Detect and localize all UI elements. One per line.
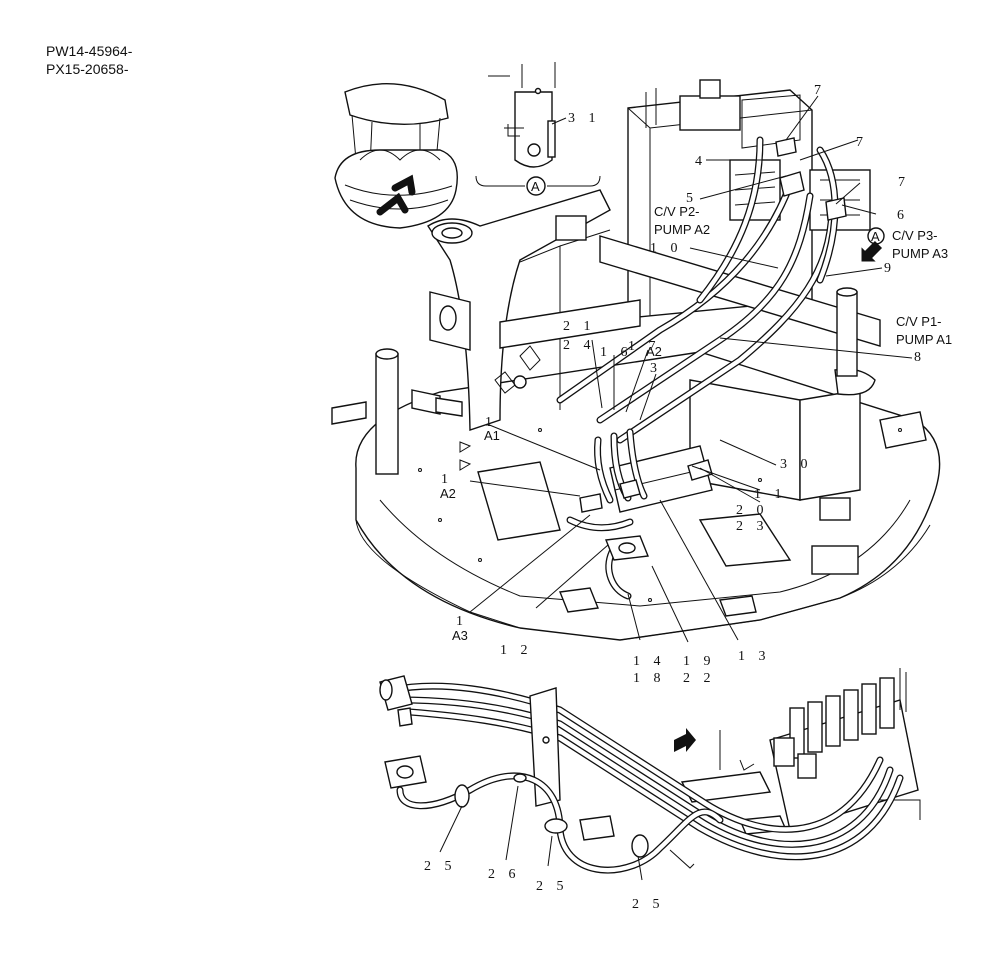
callout-21: 2 1: [563, 319, 596, 334]
callout-12: 1 2: [500, 643, 533, 658]
callout-7: 7: [898, 175, 910, 190]
callout-1: 1: [485, 415, 497, 430]
serial-number-px15: PX15-20658-: [46, 61, 129, 77]
callout-1: 1: [456, 614, 468, 629]
view-marker-a: A: [871, 229, 880, 244]
callout-6: 6: [897, 208, 909, 223]
callout-19: 1 9: [683, 654, 716, 669]
leader-lines-lower: [439, 785, 643, 881]
callout-3: 3: [650, 361, 662, 376]
port-label-pump-a2: PUMP A2: [654, 222, 710, 237]
callout-31: 3 1: [568, 111, 601, 126]
port-label-a3: A3: [452, 628, 468, 643]
detail-marker-a: A: [531, 179, 540, 194]
callout-9: 9: [884, 261, 896, 276]
callout-10: 1 0: [650, 241, 683, 256]
callout-1: 1: [441, 472, 453, 487]
callout-25: 2 5: [632, 897, 665, 912]
port-label-pump-a1: PUMP A1: [896, 332, 952, 347]
callout-30: 3 0: [780, 457, 813, 472]
lower-hose-detail: [379, 668, 921, 874]
port-label-a2: A2: [646, 344, 662, 359]
callout-13: 1 3: [738, 649, 771, 664]
callout-8: 8: [914, 350, 926, 365]
view-arrow-icon: [861, 240, 883, 262]
callout-25: 2 5: [536, 879, 569, 894]
callout-5: 5: [686, 191, 698, 206]
callout-24: 2 4: [563, 338, 596, 353]
callout-25: 2 5: [424, 859, 457, 874]
callout-11: 1 1: [754, 487, 787, 502]
callout-7: 7: [814, 83, 826, 98]
callout-14: 1 4: [633, 654, 666, 669]
port-label-cv-p3: C/V P3-: [892, 228, 938, 243]
callout-18: 1 8: [633, 671, 666, 686]
port-label-pump-a3: PUMP A3: [892, 246, 948, 261]
callout-22: 2 2: [683, 671, 716, 686]
callout-23: 2 3: [736, 519, 769, 534]
port-label-cv-p2: C/V P2-: [654, 204, 700, 219]
flow-arrow-icon: [674, 728, 696, 752]
callout-7: 7: [856, 135, 868, 150]
callout-20: 2 0: [736, 503, 769, 518]
port-label-a1: A1: [484, 428, 500, 443]
detail-view-a: 3 1 A: [475, 62, 601, 196]
leader-lines-main: [469, 95, 913, 643]
callout-17: 1 7: [628, 339, 661, 354]
callout-4: 4: [695, 154, 707, 169]
callout-16: 1 6: [600, 345, 633, 360]
port-label-cv-p1: C/V P1-: [896, 314, 942, 329]
machine-overview-inset: [334, 83, 458, 229]
callout-26: 2 6: [488, 867, 521, 882]
port-label-a2: A2: [440, 486, 456, 501]
serial-number-pw14: PW14-45964-: [46, 43, 133, 59]
